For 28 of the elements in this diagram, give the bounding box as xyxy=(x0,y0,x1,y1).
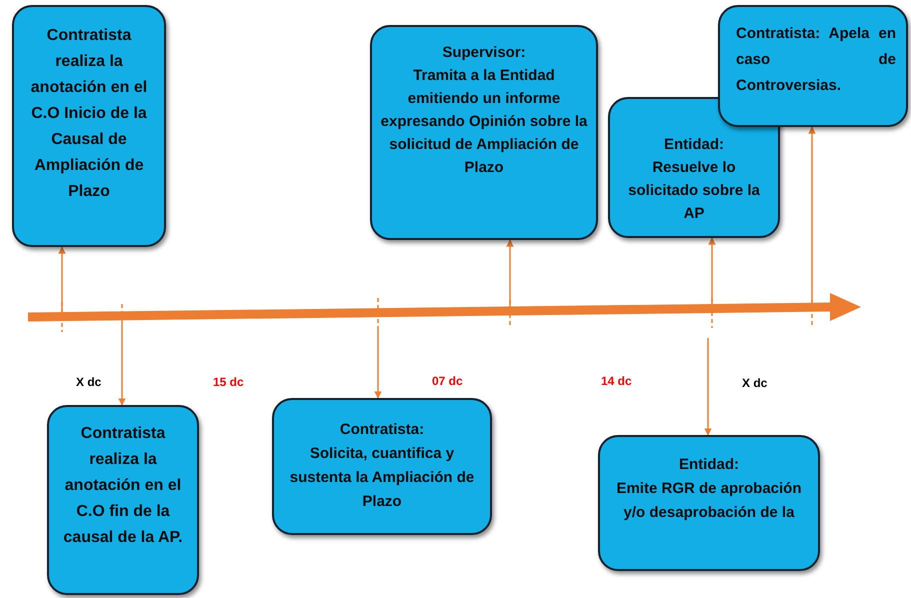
event-box xyxy=(272,398,492,535)
box-text: Contratista realiza la anotación en el C.O Inicio de la Causal de Ampliación de Plazo xyxy=(30,26,148,202)
event-box xyxy=(608,97,780,238)
event-box xyxy=(47,405,199,595)
arrow xyxy=(704,338,712,436)
box-heading: Contratista: xyxy=(338,420,426,440)
duration-label: 07 dc xyxy=(432,374,463,388)
arrow xyxy=(374,326,382,399)
box-text: Solicita, cuantifica y sustenta la Ampliación de Plazo xyxy=(288,444,476,512)
box-text: Emite RGR de aprobación y/o desaprobación de la xyxy=(615,479,803,523)
box-heading: Entidad: xyxy=(678,455,740,475)
arrow xyxy=(808,126,816,306)
duration-label: 14 dc xyxy=(601,374,632,388)
duration-label: 15 dc xyxy=(213,375,244,389)
duration-label: X dc xyxy=(742,376,768,390)
arrow xyxy=(118,322,126,406)
box-text: Contratista realiza la anotación en el C.O fin de la causal de la AP. xyxy=(62,424,184,548)
box-text: Tramita a la Entidad emitiendo un informe expresando Opinión sobre la solicitud de Ampliación de Plazo xyxy=(380,66,588,178)
box-text: Contratista: Apela en caso de Controversias. xyxy=(736,24,896,96)
box-text: Resuelve lo solicitado sobre la AP xyxy=(627,158,761,224)
event-box xyxy=(370,25,598,240)
box-heading: Entidad: xyxy=(663,135,725,155)
duration-label: X dc xyxy=(76,375,102,389)
box-heading: Supervisor: xyxy=(441,43,527,63)
arrow xyxy=(58,246,66,312)
event-box xyxy=(718,5,908,127)
event-box xyxy=(598,435,820,571)
event-box xyxy=(12,5,166,247)
